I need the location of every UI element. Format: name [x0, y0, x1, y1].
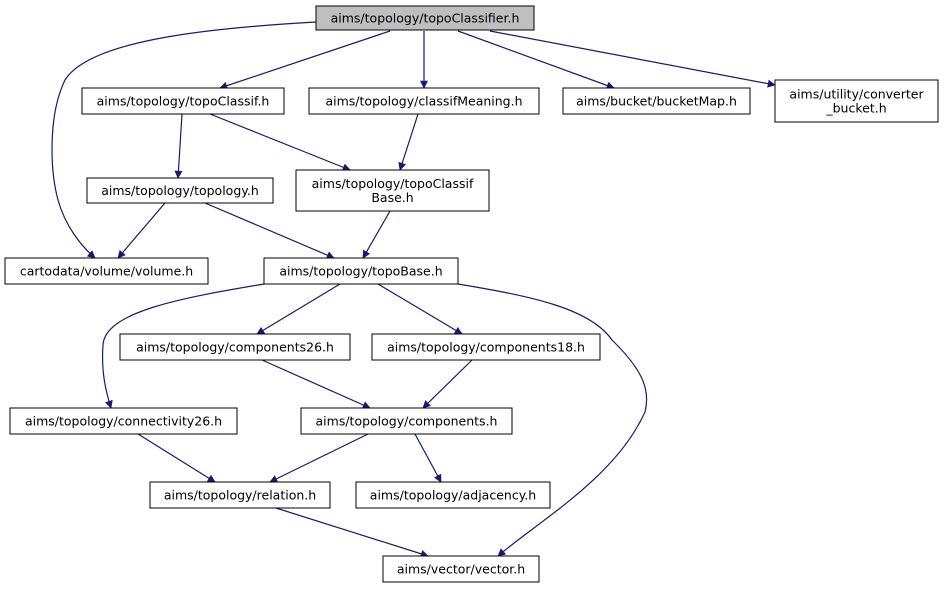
node-box [86, 177, 274, 204]
node-box [4, 257, 209, 285]
edges [51, 21, 776, 558]
edge-topoClassifier-to-converterBucket [489, 30, 776, 88]
node-label: aims/topology/topoBase.h [279, 264, 442, 279]
node-relation[interactable]: aims/topology/relation.h [149, 481, 331, 509]
node-topoClassif[interactable]: aims/topology/topoClassif.h [81, 87, 285, 115]
node-bucketMap[interactable]: aims/bucket/bucketMap.h [562, 87, 751, 115]
edge-topoClassif-to-topology [174, 113, 183, 179]
node-label: aims/vector/vector.h [397, 562, 525, 577]
node-components26[interactable]: aims/topology/components26.h [119, 333, 351, 361]
node-label: aims/topology/relation.h [164, 488, 316, 503]
node-label: cartodata/volume/volume.h [20, 264, 193, 279]
node-label: aims/topology/components.h [316, 414, 498, 429]
node-box [382, 555, 540, 583]
node-box [371, 333, 601, 361]
node-connectivity26[interactable]: aims/topology/connectivity26.h [9, 407, 238, 435]
node-box [9, 407, 238, 435]
edge-topoClassifier-to-bucketMap [457, 30, 615, 90]
node-label: aims/topology/components18.h [387, 340, 585, 355]
edge-topoClassif-to-topoClassifBase [209, 113, 351, 172]
edge-classifMeaning-to-topoClassifBase [398, 113, 419, 171]
node-box [355, 481, 551, 509]
node-label: aims/utility/converter [789, 87, 924, 102]
edge-topoBase-to-vector [457, 283, 648, 557]
node-label: aims/topology/adjacency.h [370, 488, 536, 503]
node-label: aims/topology/topoClassifier.h [331, 11, 520, 26]
edge-components18-to-components [422, 359, 473, 409]
node-topoClassifier[interactable]: aims/topology/topoClassifier.h [315, 5, 535, 31]
node-topology[interactable]: aims/topology/topology.h [86, 177, 274, 204]
edge-relation-to-vector [275, 507, 429, 558]
edge-components26-to-components [261, 359, 371, 409]
node-box [263, 257, 459, 285]
node-label: aims/topology/topology.h [101, 183, 259, 198]
edge-connectivity26-to-relation [137, 433, 216, 483]
node-volume[interactable]: cartodata/volume/volume.h [4, 257, 209, 285]
edge-topology-to-topoBase [204, 202, 335, 259]
edge-components-to-relation [269, 433, 369, 483]
node-label: aims/bucket/bucketMap.h [576, 94, 737, 109]
node-box [774, 79, 939, 123]
node-components18[interactable]: aims/topology/components18.h [371, 333, 601, 361]
node-box [295, 169, 490, 212]
node-label: Base.h [371, 190, 413, 205]
node-label: aims/topology/connectivity26.h [25, 414, 222, 429]
node-adjacency[interactable]: aims/topology/adjacency.h [355, 481, 551, 509]
node-components[interactable]: aims/topology/components.h [300, 407, 513, 435]
node-label: aims/topology/classifMeaning.h [325, 94, 522, 109]
node-converterBucket[interactable]: aims/utility/converter_bucket.h [774, 79, 939, 123]
edge-components-to-adjacency [414, 433, 442, 483]
edge-topoBase-to-connectivity26 [101, 283, 265, 409]
node-box [315, 5, 535, 31]
node-box [149, 481, 331, 509]
node-label: aims/topology/components26.h [136, 340, 334, 355]
node-box [562, 87, 751, 115]
node-box [119, 333, 351, 361]
node-box [81, 87, 285, 115]
node-box [308, 87, 540, 115]
edge-topoBase-to-components18 [377, 283, 463, 335]
edge-topoClassifier-to-volume [51, 21, 317, 259]
node-topoBase[interactable]: aims/topology/topoBase.h [263, 257, 459, 285]
node-label: _bucket.h [825, 101, 886, 116]
node-classifMeaning[interactable]: aims/topology/classifMeaning.h [308, 87, 540, 115]
node-vector[interactable]: aims/vector/vector.h [382, 555, 540, 583]
edge-topoClassifier-to-topoClassif [219, 30, 391, 90]
node-label: aims/topology/topoClassif.h [97, 94, 270, 109]
node-label: aims/topology/topoClassif [312, 176, 474, 191]
edge-topology-to-volume [117, 202, 166, 259]
nodes: aims/topology/topoClassifier.h aims/topol… [4, 5, 939, 583]
edge-topoBase-to-components26 [256, 283, 341, 335]
edge-topoClassifBase-to-topoBase [362, 210, 391, 259]
node-box [300, 407, 513, 435]
